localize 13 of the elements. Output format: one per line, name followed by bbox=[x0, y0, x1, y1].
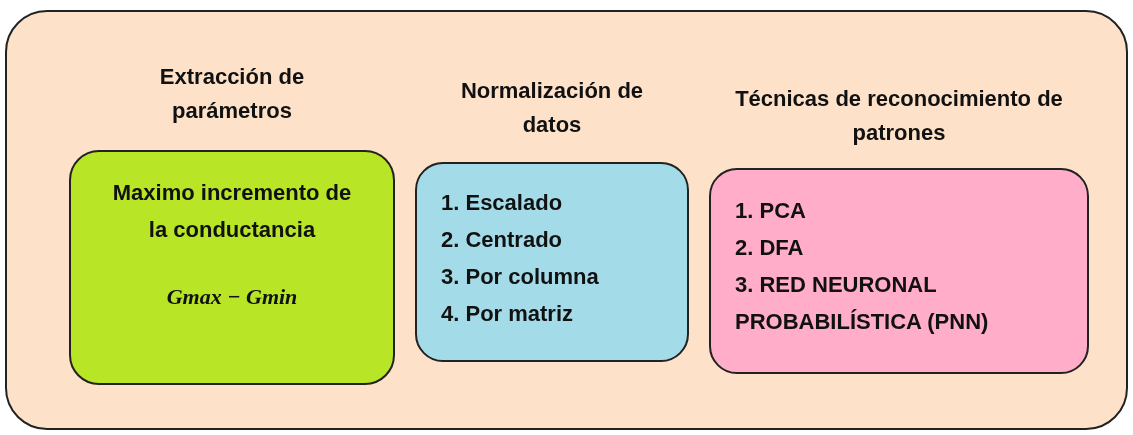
column-heading: Técnicas de reconocimiento de patrones bbox=[734, 85, 1064, 147]
column-heading: Extracción de parámetros bbox=[158, 63, 306, 125]
list-item: 4. Por matriz bbox=[441, 300, 575, 328]
container-panel bbox=[5, 10, 1128, 430]
list-item: 2. DFA bbox=[735, 234, 805, 262]
box-text: Maximo incremento de la conductancia bbox=[111, 179, 353, 244]
list-item: 3. Por columna bbox=[441, 263, 600, 291]
list-item: 1. PCA bbox=[735, 197, 807, 225]
list-item: 2. Centrado bbox=[441, 226, 564, 254]
list-item: 3. RED NEURONAL PROBABILÍSTICA (PNN) bbox=[735, 271, 990, 336]
column-heading: Normalización de datos bbox=[459, 77, 645, 139]
formula-text: Gmax − Gmin bbox=[165, 283, 299, 311]
list-item: 1. Escalado bbox=[441, 189, 564, 217]
